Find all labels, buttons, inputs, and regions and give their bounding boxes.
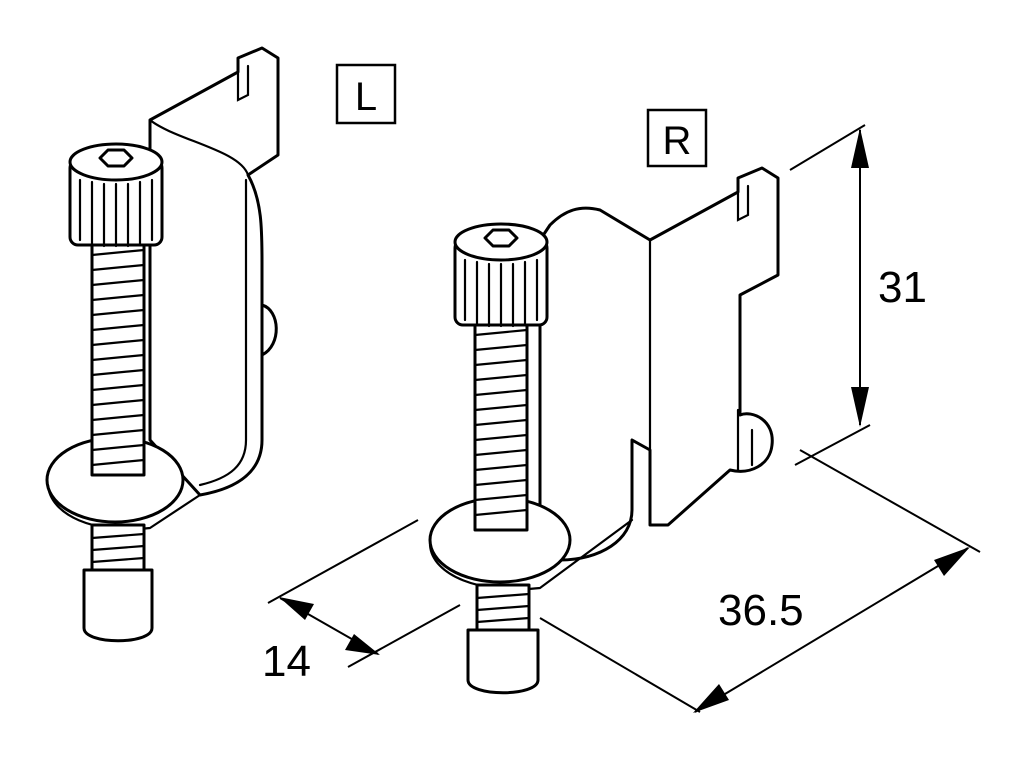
left-clamp-bracket	[148, 46, 280, 497]
left-screw	[68, 142, 164, 643]
right-label-box	[646, 108, 708, 168]
right-clamp-bracket	[538, 166, 780, 562]
left-label: L	[355, 75, 377, 119]
right-screw	[453, 222, 549, 695]
arrowhead-icon	[693, 684, 729, 713]
right-clamp: R	[428, 108, 780, 695]
dimension-width-label: 14	[262, 637, 311, 686]
arrowhead-icon	[851, 387, 869, 427]
dimension-length-label: 36.5	[718, 586, 804, 635]
arrowhead-icon	[279, 597, 314, 620]
arrowhead-icon	[851, 128, 869, 168]
dimension-length: 36.5	[539, 449, 981, 713]
dimension-height: 31	[789, 124, 927, 466]
arrowhead-icon	[345, 634, 380, 655]
dimension-height-label: 31	[878, 263, 927, 312]
dimension-width: 14	[262, 519, 461, 686]
left-clamp: L	[45, 46, 397, 643]
arrowhead-icon	[934, 547, 970, 576]
right-label: R	[663, 119, 692, 163]
left-label-box	[335, 63, 397, 125]
